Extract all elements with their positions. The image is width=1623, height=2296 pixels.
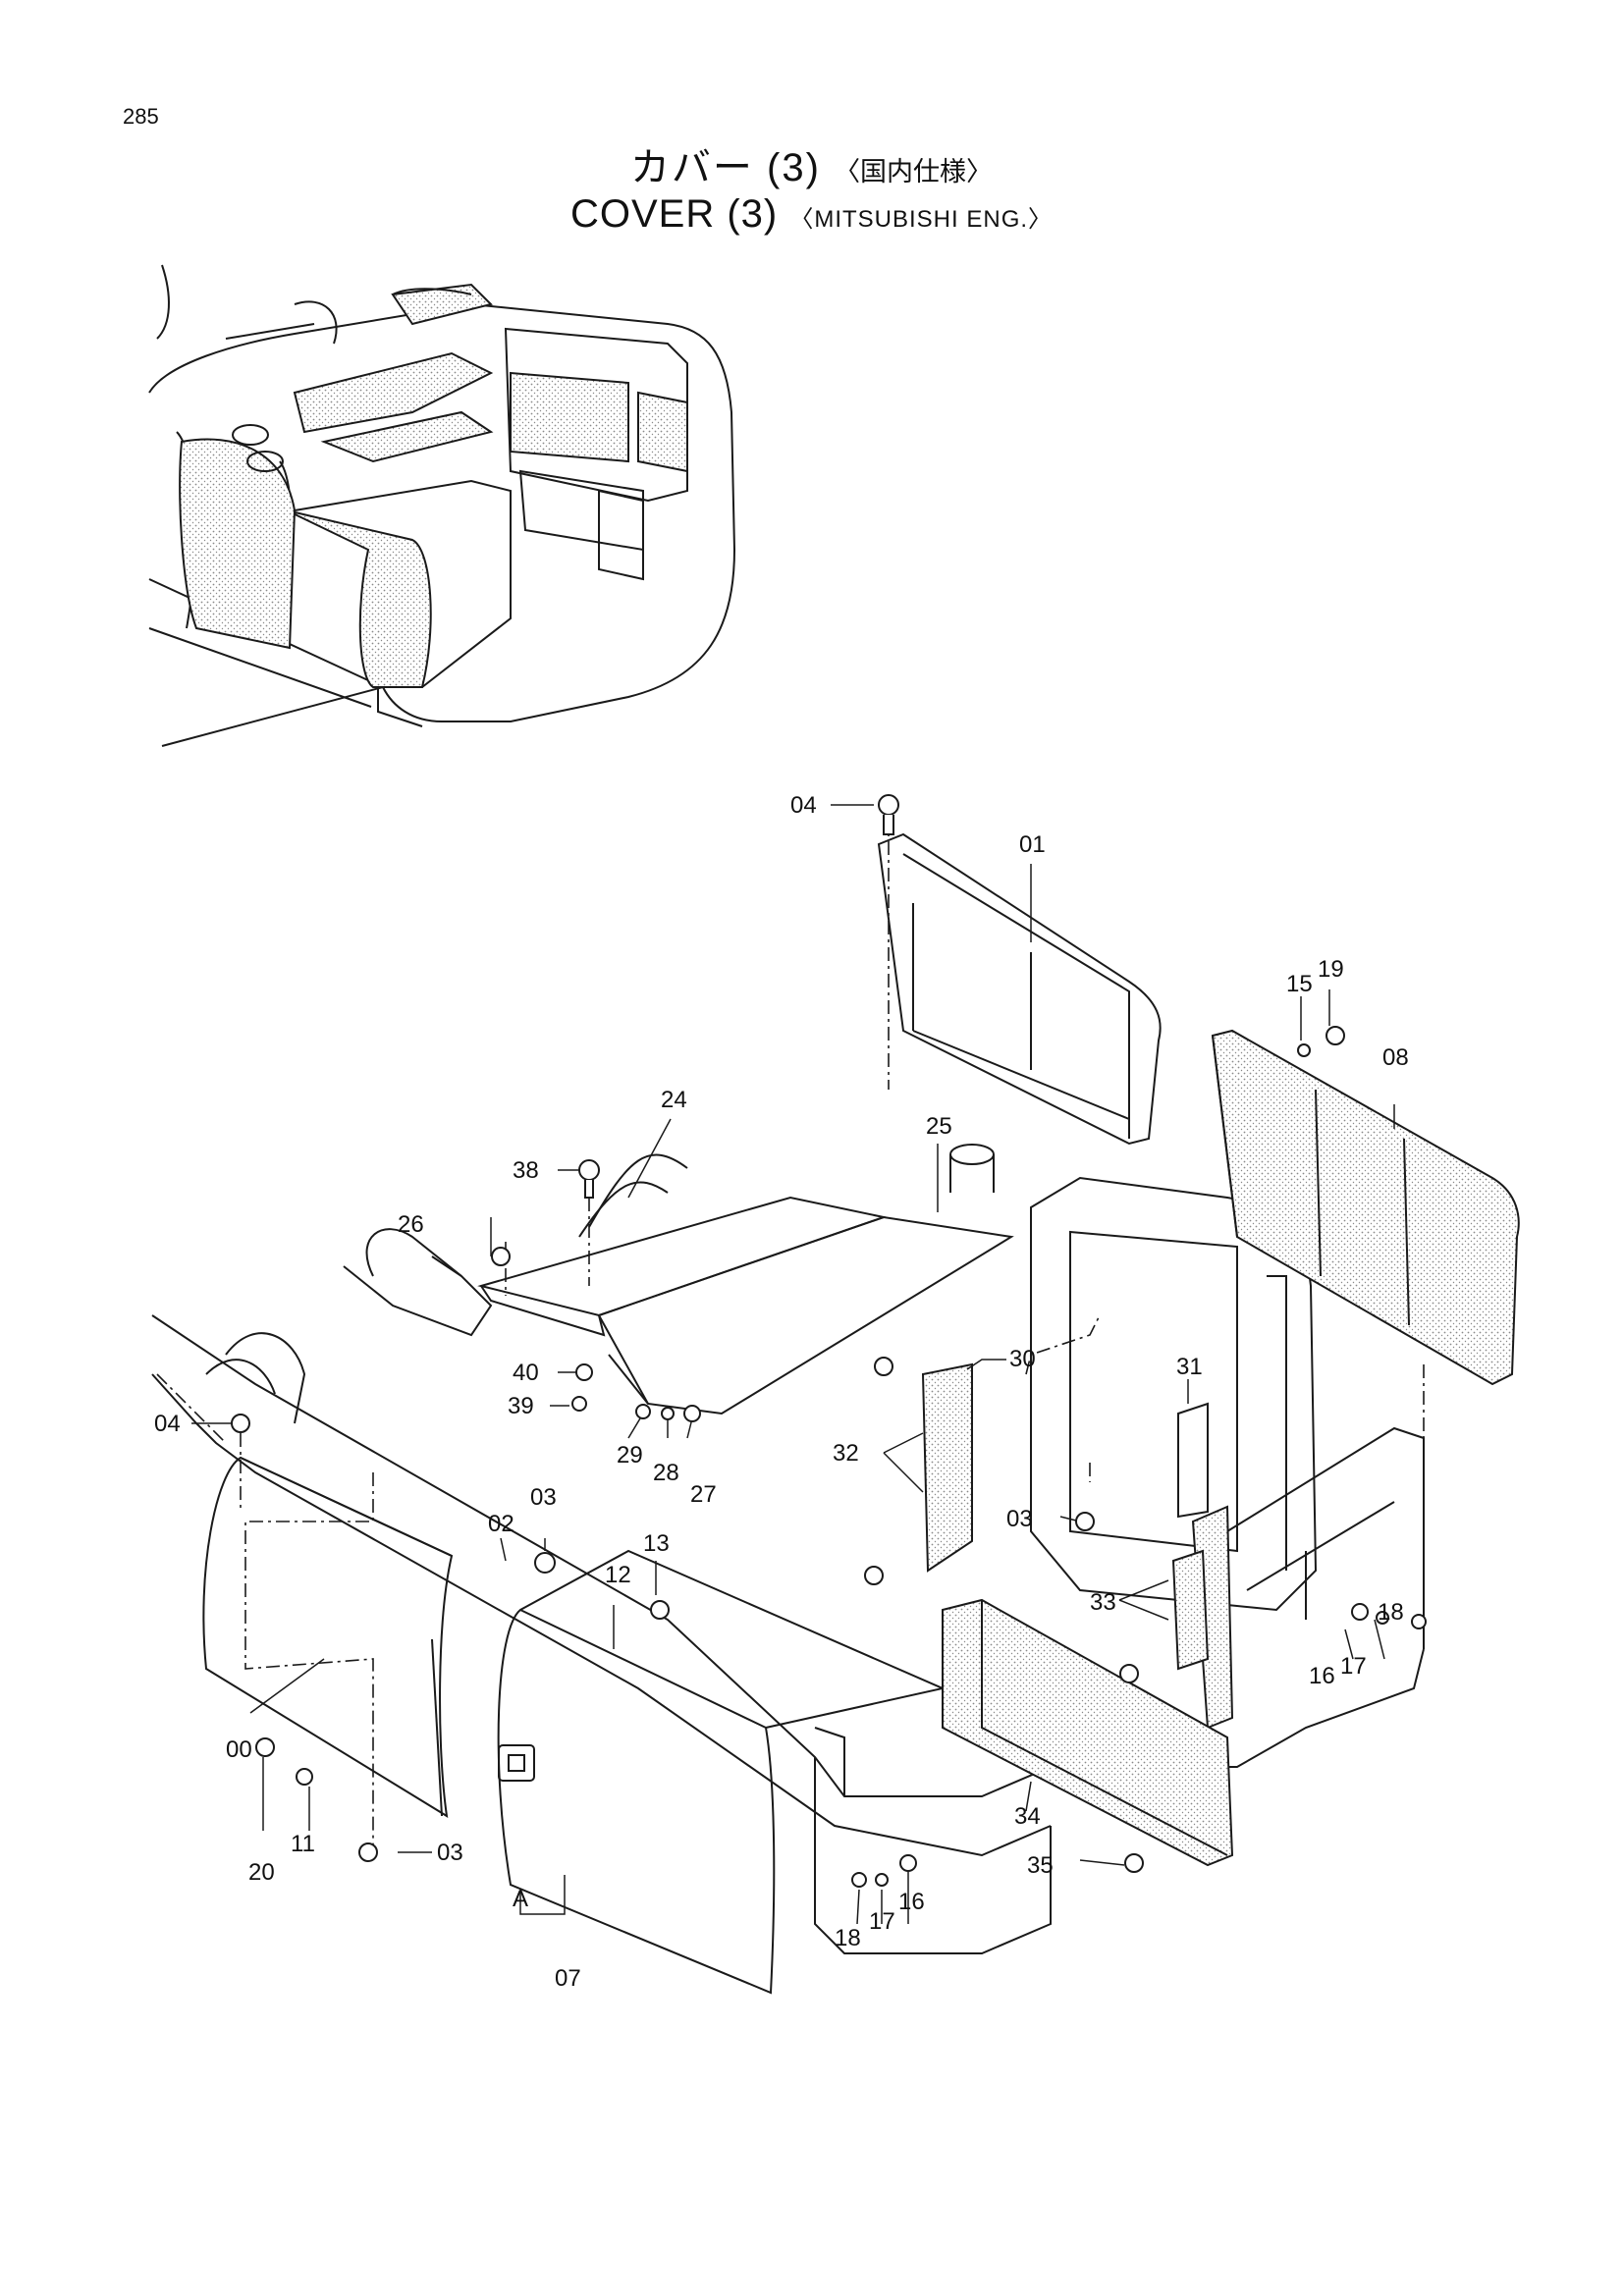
callout-33: 33 [1090,1589,1116,1616]
callout-15: 15 [1286,971,1313,997]
callout-35: 35 [1027,1852,1054,1879]
callout-31: 31 [1176,1354,1203,1380]
callout-02: 02 [488,1511,514,1537]
callout-32: 32 [833,1440,859,1467]
main-drawing [151,832,1520,1995]
title-japanese-sub: 〈国内仕様〉 [834,157,994,187]
callout-12: 12 [605,1562,631,1588]
callout-11: 11 [291,1831,315,1857]
callout-16b: 16 [898,1889,925,1915]
callout-20: 20 [248,1859,275,1886]
callout-34: 34 [1014,1803,1041,1830]
callout-19: 19 [1318,956,1344,983]
overview-inset [148,264,736,747]
callout-07: 07 [555,1965,581,1992]
callout-17a: 17 [1340,1653,1367,1680]
callout-38: 38 [513,1157,539,1184]
fasteners [231,794,1427,1888]
callout-27: 27 [690,1481,717,1508]
title-japanese-main: カバー (3) [629,146,821,189]
callout-03c: 03 [437,1840,463,1866]
callout-26: 26 [398,1211,424,1238]
callout-01: 01 [1019,831,1046,858]
title-japanese: カバー (3) 〈国内仕様〉 [0,135,1623,192]
callout-00: 00 [226,1736,252,1763]
callout-16a: 16 [1309,1663,1335,1689]
callout-08: 08 [1382,1044,1409,1071]
callout-30: 30 [1009,1346,1036,1372]
title-english-sub: 〈MITSUBISHI ENG.〉 [789,206,1054,233]
callout-18a: 18 [1378,1599,1404,1626]
title-english-main: COVER (3) [569,192,779,236]
callout-leaders [191,804,1395,1925]
callout-24: 24 [661,1087,687,1113]
page-number: 285 [123,104,159,129]
callout-labels: 04 01 15 19 08 24 25 38 26 30 31 40 39 2… [154,792,1409,1992]
callout-A: A [513,1886,528,1912]
callout-40: 40 [513,1360,539,1386]
callout-03a: 03 [530,1484,557,1511]
callout-39: 39 [508,1393,534,1419]
leader-lines [156,815,1425,1845]
callout-04: 04 [790,792,817,819]
callout-18b: 18 [835,1925,861,1951]
callout-28: 28 [653,1460,679,1486]
callout-25: 25 [926,1113,952,1140]
callout-13: 13 [643,1530,670,1557]
callout-29: 29 [617,1442,643,1468]
callout-17b: 17 [869,1908,895,1935]
callout-03b: 03 [1006,1506,1033,1532]
title-english: COVER (3) 〈MITSUBISHI ENG.〉 [0,192,1623,237]
callout-04b: 04 [154,1411,181,1437]
